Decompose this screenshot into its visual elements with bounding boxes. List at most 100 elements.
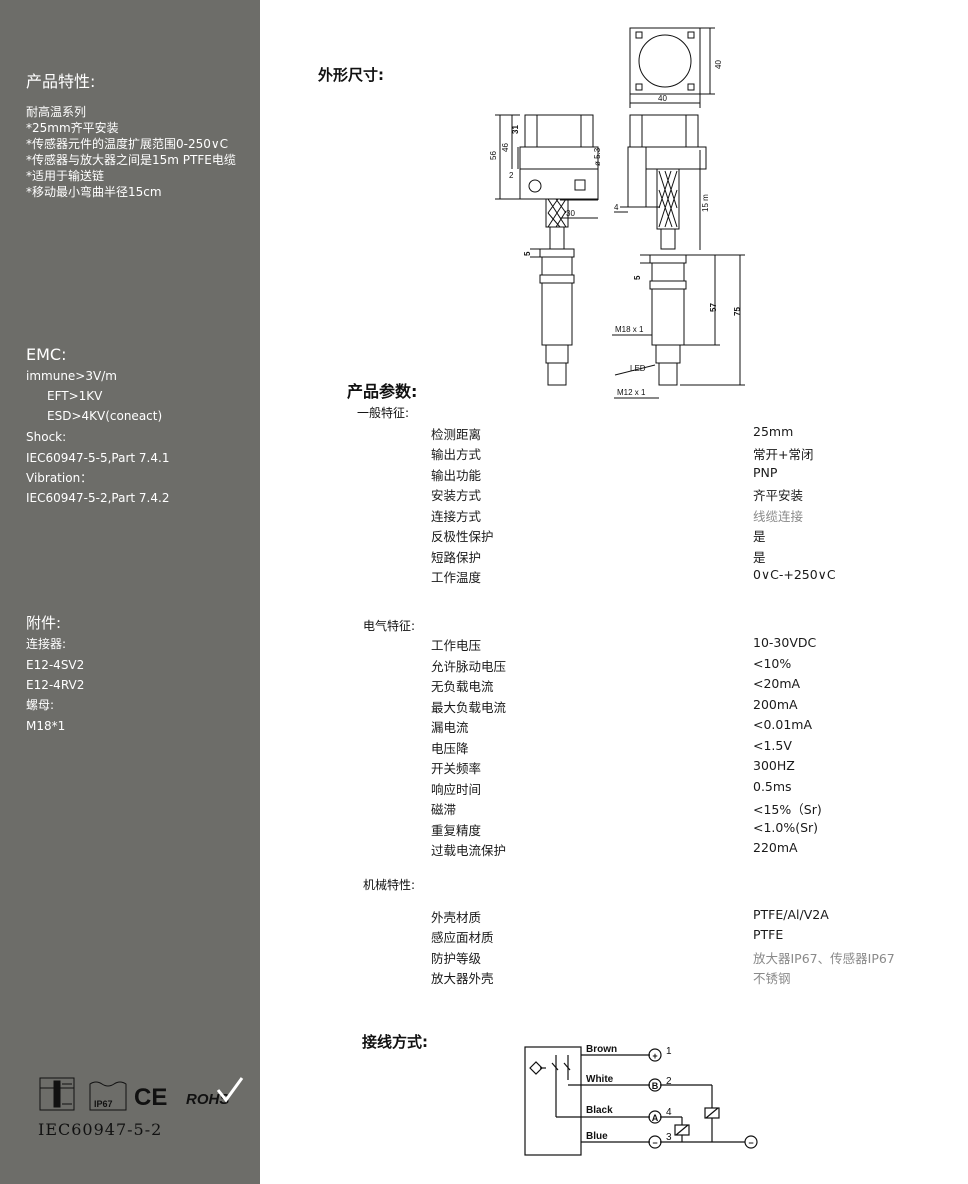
param-key: 短路保护 [431,550,482,565]
feature-line: *传感器与放大器之间是15m PTFE电缆 [26,153,236,167]
dim-label: 4 [614,203,619,212]
dim-label: LED [630,364,646,373]
param-key: 输出方式 [431,447,482,462]
pin-4-icon [648,1110,662,1124]
sidebar: 产品特性: 耐高温系列 *25mm齐平安装 *传感器元件的温度扩展范围0-250… [0,0,260,1184]
param-value: 齐平安装 [753,488,804,503]
param-value: <1.0%(Sr) [753,820,819,835]
dim-label: 40 [714,60,723,69]
param-value: <0.01mA [753,717,813,732]
param-value: <10% [753,656,792,671]
rohs-label: ROHS [186,1091,229,1108]
accessory-line: M18*1 [26,719,66,733]
sensor-side-view [612,114,745,399]
param-key: 无负载电流 [431,679,494,694]
feature-line: *移动最小弯曲半径15cm [26,185,162,199]
pin-symbol: B [652,1081,659,1091]
param-value: 25mm [753,424,794,439]
param-value: 线缆连接 [753,509,804,524]
emc-line: IEC60947-5-5,Part 7.4.1 [26,451,170,465]
dim-label: 15 m [701,194,710,212]
emc-title: EMC: [26,345,67,364]
dimensions-title: 外形尺寸: [318,66,384,84]
param-key: 工作电压 [431,638,482,653]
ground-terminal-icon [744,1135,758,1149]
pin-number: 4 [666,1107,672,1118]
wire-label: White [586,1074,614,1085]
param-key: 防护等级 [431,951,482,966]
pin-symbol: + [652,1051,657,1061]
param-value: 放大器IP67、传感器IP67 [753,951,895,966]
sensor-front-view [495,114,599,386]
mechanical-title: 机械特性: [363,878,416,892]
pin-number: 1 [666,1046,672,1057]
accessories-title: 附件: [26,614,62,632]
pin-1-icon [648,1048,662,1062]
param-key: 外壳材质 [431,910,482,925]
params-title: 产品参数: [347,382,418,401]
param-key: 输出功能 [431,468,482,483]
pin-number: 3 [666,1132,672,1143]
param-key: 允许脉动电压 [431,659,507,674]
param-key: 感应面材质 [431,930,494,945]
electrical-title: 电气特征: [363,619,416,633]
param-key: 响应时间 [431,782,482,797]
pin-symbol: A [652,1113,659,1123]
param-key: 检测距离 [431,427,482,442]
param-value: 200mA [753,697,798,712]
param-key: 磁滞 [431,802,457,817]
param-value: 10-30VDC [753,635,817,650]
param-value: 0.5ms [753,779,792,794]
wire-label: Blue [586,1131,608,1142]
param-value: PTFE/Al/V2A [753,907,829,922]
param-value: <20mA [753,676,801,691]
dim-label: 75 [733,307,742,316]
emc-line: IEC60947-5-2,Part 7.4.2 [26,491,170,505]
param-key: 连接方式 [431,509,482,524]
pin-2-icon [648,1078,662,1092]
dim-label: 31 [511,125,520,134]
wiring-diagram: Brown White Black Blue + B A − − 1 2 4 3 [524,1044,758,1156]
param-key: 最大负载电流 [431,700,507,715]
feature-line: *适用于输送链 [26,169,105,183]
param-key: 过载电流保护 [431,843,507,858]
dim-label: M18 x 1 [615,325,644,334]
param-key: 漏电流 [431,720,469,735]
wiring-title: 接线方式: [362,1033,428,1051]
param-key: 放大器外壳 [431,971,494,986]
dimension-drawing: 40 40 56 46 31 2 30 ø 5.3 4 15 m 5 5 57 … [489,27,745,399]
dim-label: 40 [658,94,667,103]
sensor-block [524,1046,582,1156]
features-title: 产品特性: [26,72,96,91]
param-value: <1.5V [753,738,792,753]
pin-symbol: − [652,1138,657,1148]
emc-line: EFT>1KV [47,389,103,403]
param-value: 300HZ [753,758,795,773]
param-value: PNP [753,465,778,480]
ip67-label: IP67 [94,1099,113,1109]
certification-icons: IP67 CE ROHS [39,1077,244,1111]
param-key: 电压降 [431,741,469,756]
dim-label: 46 [501,143,510,152]
accessory-line: E12-4SV2 [26,658,85,672]
pin-3-icon [648,1135,662,1149]
pin-number: 2 [666,1076,672,1087]
emc-line: immune>3V/m [26,369,117,383]
param-value: 是 [753,529,766,544]
param-key: 开关频率 [431,761,482,776]
accessory-line: 螺母: [26,698,55,712]
standard-label: IEC60947-5-2 [38,1120,163,1139]
param-value: 是 [753,550,766,565]
param-value: <15%（Sr) [753,802,822,817]
param-key: 安装方式 [431,488,482,503]
dim-label: ø 5.3 [593,147,602,166]
sensor-top-view [629,27,715,108]
param-value: 常开+常闭 [753,447,814,462]
param-key: 反极性保护 [431,529,494,544]
dim-label: 30 [566,209,575,218]
dim-label: 5 [523,251,532,256]
dim-label: M12 x 1 [617,388,646,397]
features-list: 耐高温系列 *25mm齐平安装 *传感器元件的温度扩展范围0-250∨C *传感… [26,104,236,200]
dim-label: 5 [633,275,642,280]
general-title: 一般特征: [357,406,410,420]
